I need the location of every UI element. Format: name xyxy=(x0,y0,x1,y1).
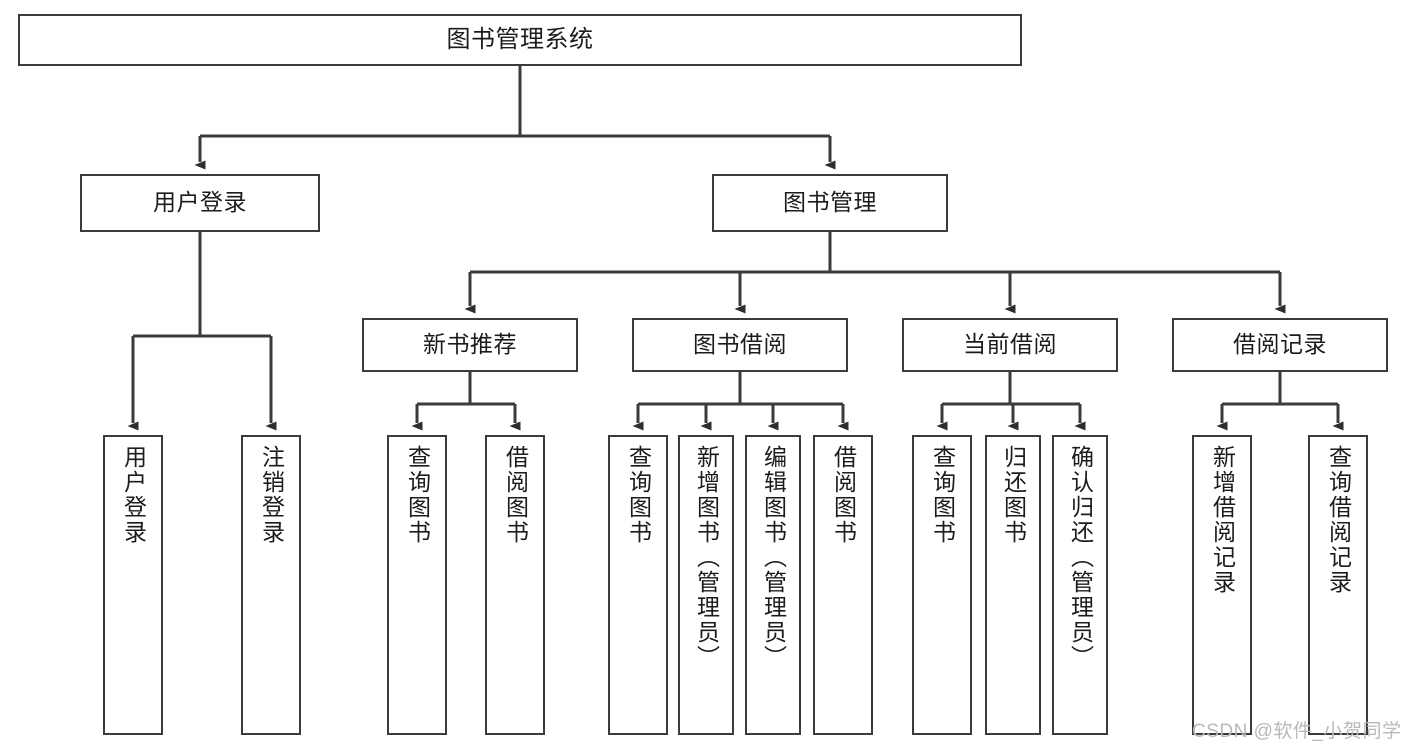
node-leaf-user-login-label: 用户登录 xyxy=(120,445,147,545)
node-leaf-add-book-label: 新增图书（管理员） xyxy=(693,445,720,670)
node-borrow-record-label: 借阅记录 xyxy=(1233,331,1327,358)
node-leaf-query-book-3-label: 查询图书 xyxy=(929,445,956,545)
node-root-label: 图书管理系统 xyxy=(446,25,594,53)
node-leaf-user-logout[interactable]: 注销登录 xyxy=(241,435,301,735)
node-leaf-confirm-return-label: 确认归还（管理员） xyxy=(1067,445,1094,670)
node-leaf-return-book[interactable]: 归还图书 xyxy=(985,435,1041,735)
node-leaf-borrow-book-2-label: 借阅图书 xyxy=(830,445,857,545)
node-leaf-edit-book[interactable]: 编辑图书（管理员） xyxy=(745,435,801,735)
node-leaf-borrow-book-1[interactable]: 借阅图书 xyxy=(485,435,545,735)
node-borrow-record[interactable]: 借阅记录 xyxy=(1172,318,1388,372)
node-book-manage-label: 图书管理 xyxy=(783,189,877,216)
node-leaf-confirm-return[interactable]: 确认归还（管理员） xyxy=(1052,435,1108,735)
node-book-borrow-label: 图书借阅 xyxy=(693,331,787,358)
csdn-watermark: CSDN @软件_小贺同学 xyxy=(1192,721,1402,742)
node-leaf-borrow-book-1-label: 借阅图书 xyxy=(502,445,529,545)
node-leaf-query-book-1-label: 查询图书 xyxy=(404,445,431,545)
node-leaf-query-record-label: 查询借阅记录 xyxy=(1325,445,1352,595)
node-leaf-query-book-3[interactable]: 查询图书 xyxy=(912,435,972,735)
node-leaf-edit-book-label: 编辑图书（管理员） xyxy=(760,445,787,670)
node-new-book-recommend-label: 新书推荐 xyxy=(423,331,517,358)
node-leaf-query-record[interactable]: 查询借阅记录 xyxy=(1308,435,1368,735)
node-book-borrow[interactable]: 图书借阅 xyxy=(632,318,848,372)
node-user-login[interactable]: 用户登录 xyxy=(80,174,320,232)
node-leaf-borrow-book-2[interactable]: 借阅图书 xyxy=(813,435,873,735)
node-leaf-add-record[interactable]: 新增借阅记录 xyxy=(1192,435,1252,735)
node-leaf-query-book-2[interactable]: 查询图书 xyxy=(608,435,668,735)
node-leaf-query-book-1[interactable]: 查询图书 xyxy=(387,435,447,735)
node-root[interactable]: 图书管理系统 xyxy=(18,14,1022,66)
node-book-manage[interactable]: 图书管理 xyxy=(712,174,948,232)
node-leaf-add-book[interactable]: 新增图书（管理员） xyxy=(678,435,734,735)
node-current-borrow-label: 当前借阅 xyxy=(963,331,1057,358)
node-leaf-user-login[interactable]: 用户登录 xyxy=(103,435,163,735)
node-leaf-user-logout-label: 注销登录 xyxy=(258,445,285,545)
node-new-book-recommend[interactable]: 新书推荐 xyxy=(362,318,578,372)
node-leaf-add-record-label: 新增借阅记录 xyxy=(1209,445,1236,595)
node-leaf-return-book-label: 归还图书 xyxy=(1000,445,1027,545)
node-current-borrow[interactable]: 当前借阅 xyxy=(902,318,1118,372)
node-leaf-query-book-2-label: 查询图书 xyxy=(625,445,652,545)
node-user-login-label: 用户登录 xyxy=(153,189,247,216)
